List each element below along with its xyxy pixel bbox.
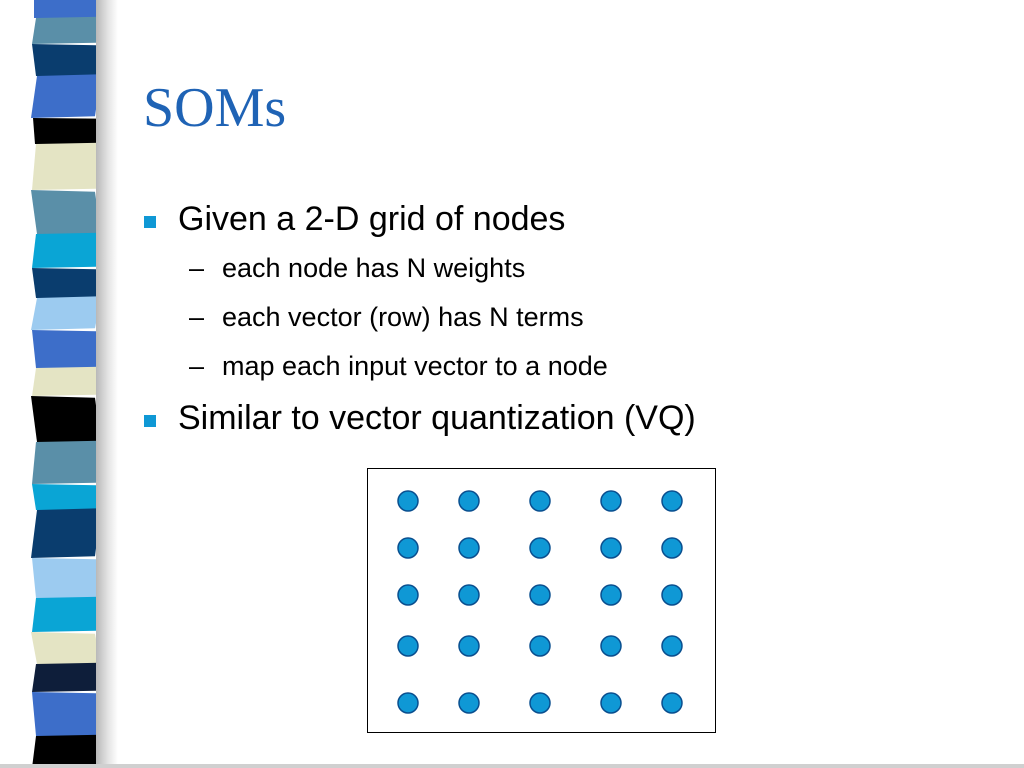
grid-node (661, 584, 683, 606)
grid-node (661, 635, 683, 657)
decorative-stripe (34, 0, 98, 18)
grid-node (600, 692, 622, 714)
decorative-stripe (31, 632, 101, 666)
dash-marker: – (189, 302, 205, 332)
grid-node (529, 692, 551, 714)
grid-node (397, 490, 419, 512)
bullet-text: Given a 2-D grid of nodes (178, 200, 566, 238)
square-bullet-icon (144, 216, 156, 228)
grid-node (661, 490, 683, 512)
decorative-stripe (31, 74, 101, 118)
decorative-stripe (32, 596, 100, 632)
sub-bullet-text: map each input vector to a node (222, 351, 608, 381)
sub-bullet-text: each node has N weights (222, 253, 526, 283)
decorative-stripe (31, 508, 101, 558)
decorative-stripe (31, 296, 101, 330)
slide-title: SOMs (143, 77, 287, 139)
decorative-stripe (33, 118, 99, 145)
grid-node (458, 692, 480, 714)
grid-node (397, 635, 419, 657)
decorative-stripe (32, 330, 100, 370)
decorative-stripe (32, 232, 100, 268)
sub-bullet-item: – each vector (row) has N terms (143, 293, 993, 342)
decorative-stripe (31, 190, 101, 236)
decorative-stripe (32, 366, 100, 396)
grid-node (600, 537, 622, 559)
grid-node (458, 490, 480, 512)
decorative-stripe (32, 484, 100, 512)
node-grid-canvas (397, 490, 683, 714)
bullet-text: Similar to vector quantization (VQ) (178, 399, 696, 437)
grid-node (529, 490, 551, 512)
grid-node (661, 692, 683, 714)
grid-node (397, 692, 419, 714)
decorative-stripe (32, 558, 100, 600)
decorative-stripe (32, 692, 100, 738)
grid-node (397, 537, 419, 559)
decorative-stripe (32, 142, 100, 190)
grid-node (661, 537, 683, 559)
grid-node (600, 584, 622, 606)
dash-marker: – (189, 253, 205, 283)
dash-marker: – (189, 351, 205, 381)
bullet-item: Given a 2-D grid of nodes (143, 195, 993, 243)
decorative-stripe (32, 440, 100, 484)
grid-node (600, 490, 622, 512)
decorative-stripe (31, 396, 101, 444)
node-grid-diagram (367, 468, 716, 733)
grid-node (458, 584, 480, 606)
grid-node (458, 537, 480, 559)
decorative-stripe (32, 662, 100, 692)
bullet-item: Similar to vector quantization (VQ) (143, 394, 993, 442)
stripe-shadow (96, 0, 118, 768)
decorative-stripe (32, 268, 100, 300)
grid-node (529, 584, 551, 606)
grid-node (529, 635, 551, 657)
sub-bullet-item: – each node has N weights (143, 244, 993, 293)
grid-node (600, 635, 622, 657)
grid-node (397, 584, 419, 606)
square-bullet-icon (144, 415, 156, 427)
bullet-list: Given a 2-D grid of nodes – each node ha… (143, 195, 993, 442)
slide-bottom-line (0, 764, 1024, 768)
grid-node (458, 635, 480, 657)
sub-bullet-item: – map each input vector to a node (143, 342, 993, 391)
decorative-stripe (32, 734, 100, 768)
decorative-stripe (32, 44, 100, 78)
decorative-stripe-band (31, 0, 101, 768)
decorative-stripe (32, 16, 100, 44)
grid-node (529, 537, 551, 559)
sub-bullet-text: each vector (row) has N terms (222, 302, 584, 332)
